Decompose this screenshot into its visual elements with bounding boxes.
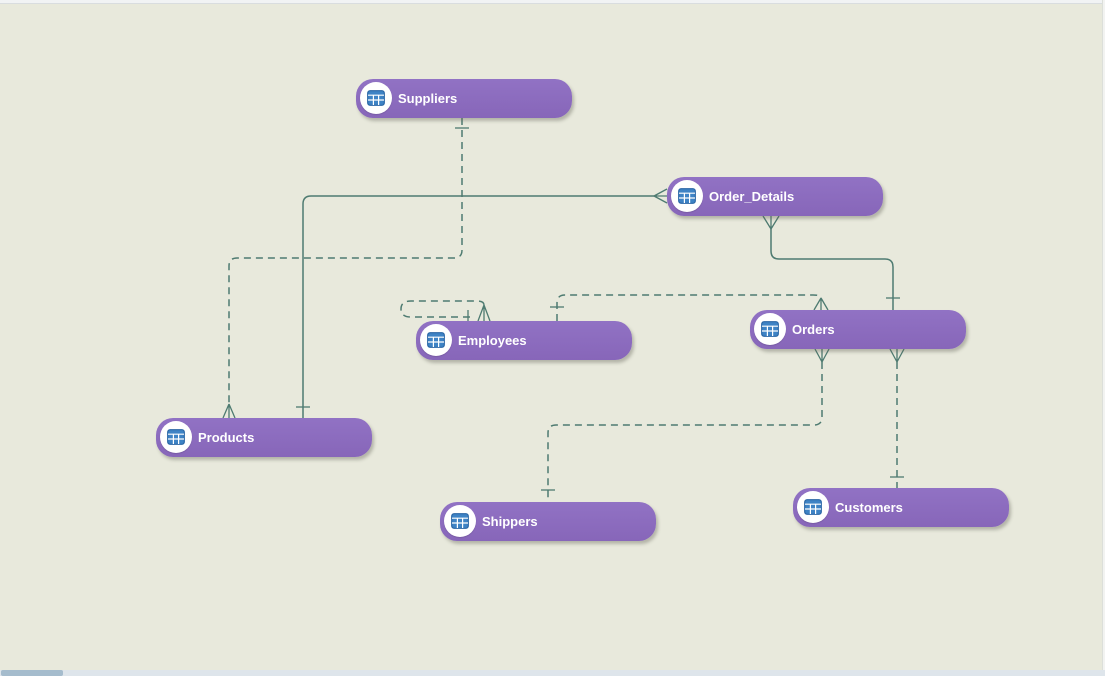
table-name: Suppliers [398,91,458,106]
table-icon [797,491,829,523]
table-node-shippers[interactable]: Shippers [440,502,656,541]
table-name: Shippers [482,514,538,529]
crowsfoot-marker [653,188,668,204]
crowsfoot-marker [814,348,830,363]
table-node-employees[interactable]: Employees [416,321,632,360]
table-icon [671,180,703,212]
horizontal-scrollbar-thumb[interactable] [1,670,63,676]
connector-line [400,300,485,318]
table-icon [360,82,392,114]
table-node-products[interactable]: Products [156,418,372,457]
vertical-scrollbar-track[interactable] [1102,0,1105,676]
crowsfoot-marker [889,348,905,363]
crowsfoot-marker [477,304,491,322]
relationship-orders-shippers[interactable] [541,348,830,502]
relationship-employees-orders[interactable] [550,294,829,321]
table-node-orders[interactable]: Orders [750,310,966,349]
table-icon [754,313,786,345]
connector-line [770,229,894,310]
crowsfoot-marker [813,297,829,311]
table-icon [160,421,192,453]
table-node-suppliers[interactable]: Suppliers [356,79,572,118]
table-name: Orders [792,322,835,337]
crowsfoot-marker [222,403,236,419]
table-icon [444,505,476,537]
relationship-orderdetails-products[interactable] [296,188,668,418]
relationship-orderdetails-orders[interactable] [762,215,900,310]
table-name: Products [198,430,255,445]
table-name: Customers [835,500,903,515]
table-icon [420,324,452,356]
relationship-suppliers-products[interactable] [222,118,469,419]
connector-line [228,118,463,403]
crowsfoot-marker [762,215,780,230]
table-node-order-details[interactable]: Order_Details [667,177,883,216]
table-name: Employees [458,333,527,348]
relationship-orders-customers[interactable] [889,348,905,488]
top-edge-strip [0,0,1105,4]
horizontal-scrollbar-track[interactable] [0,670,1105,676]
table-name: Order_Details [709,189,795,204]
table-node-customers[interactable]: Customers [793,488,1009,527]
connector-line [556,294,822,321]
connector-line [547,362,823,502]
connector-line [302,195,654,418]
